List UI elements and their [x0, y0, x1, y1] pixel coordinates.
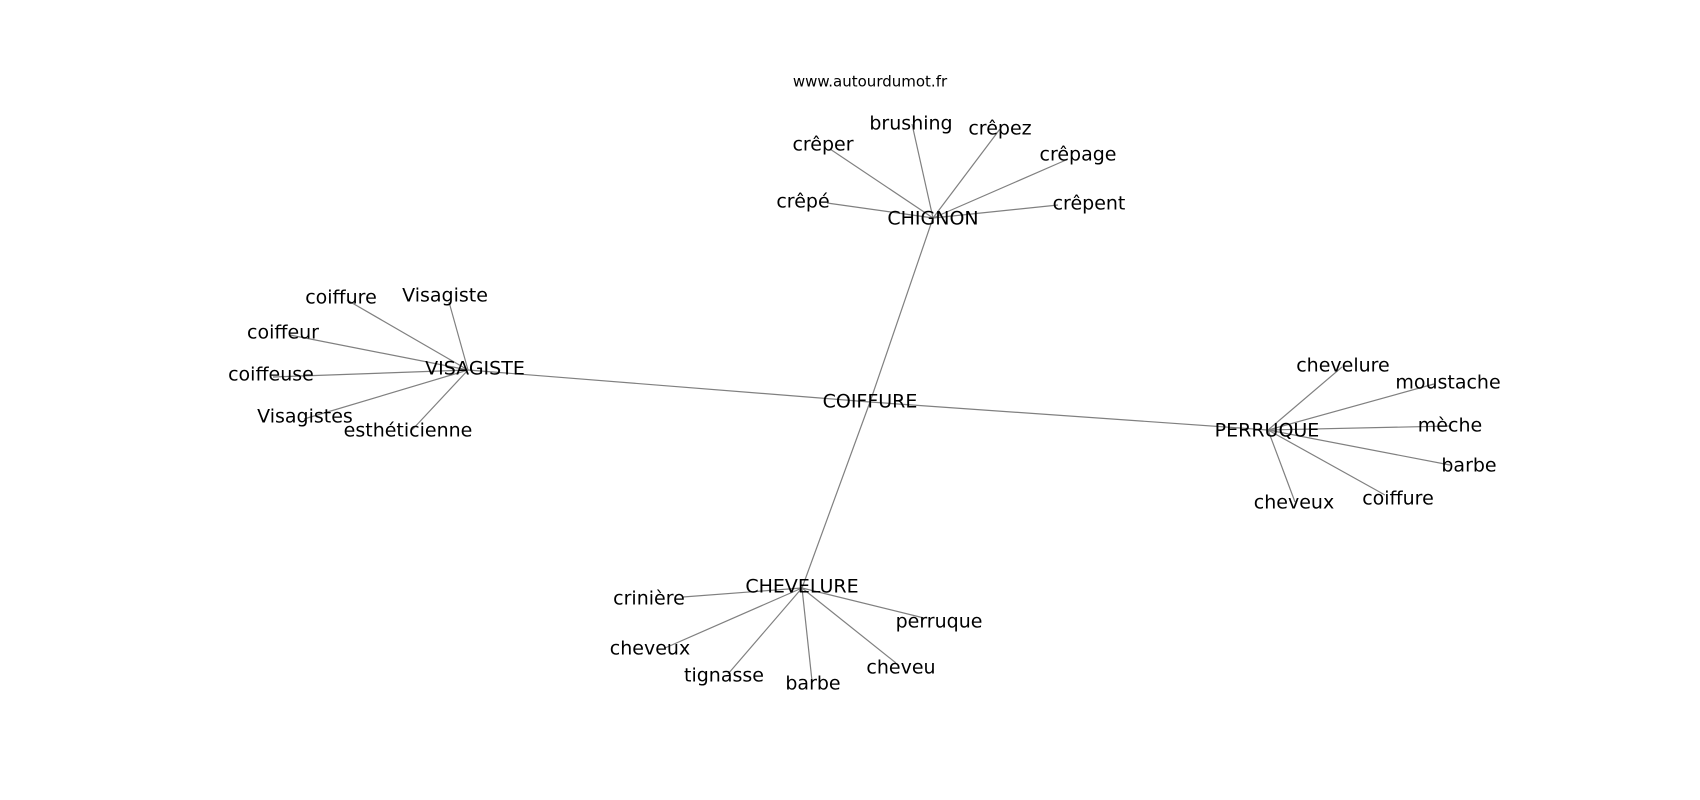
edge-visagiste-leaf: [303, 369, 469, 420]
edge-center-chevelure: [801, 401, 871, 589]
leaf-word: cheveu: [866, 657, 935, 679]
hub-word: CHIGNON: [887, 208, 978, 230]
edge-visagiste-leaf: [411, 369, 469, 431]
leaf-word: coiffeuse: [228, 364, 314, 386]
leaf-word: perruque: [896, 611, 983, 633]
edge-chignon-leaf: [932, 159, 1067, 219]
center-word: COIFFURE: [823, 391, 918, 413]
leaf-word: crêpage: [1040, 144, 1117, 166]
edges: [272, 123, 1451, 682]
leaf-word: brushing: [869, 113, 952, 135]
edge-center-chignon: [869, 217, 934, 403]
leaf-word: Visagistes: [257, 406, 353, 428]
edge-chevelure-leaf: [801, 587, 897, 664]
hub-word: CHEVELURE: [745, 576, 858, 598]
edge-chignon-leaf: [826, 202, 934, 219]
edge-perruque-leaf: [1267, 429, 1451, 466]
edge-chevelure-leaf: [664, 587, 803, 649]
edge-chignon-leaf: [829, 148, 934, 219]
edge-center-visagiste: [467, 369, 871, 403]
edge-perruque-leaf: [1267, 425, 1451, 431]
leaf-word: cheveux: [1254, 492, 1334, 514]
leaf-word: crinière: [613, 588, 685, 610]
leaf-word: coiffure: [1362, 488, 1434, 510]
edge-visagiste-leaf: [272, 369, 469, 378]
leaf-word: moustache: [1395, 372, 1500, 394]
leaf-word: esthéticienne: [344, 420, 473, 442]
leaf-word: tignasse: [684, 665, 764, 687]
edge-perruque-leaf: [1267, 366, 1343, 431]
leaf-word: coiffeur: [247, 322, 319, 344]
leaf-word: crêpé: [776, 191, 829, 213]
edge-visagiste-leaf: [289, 334, 469, 371]
leaf-word: Visagiste: [402, 285, 488, 307]
leaf-word: crêpez: [968, 118, 1031, 140]
edge-perruque-leaf: [1267, 383, 1435, 431]
leaf-word: crêpent: [1053, 193, 1126, 215]
leaf-word: barbe: [785, 673, 840, 695]
leaf-word: coiffure: [305, 287, 377, 309]
edge-perruque-leaf: [1267, 429, 1296, 503]
edge-chignon-leaf: [932, 128, 1001, 219]
edge-chevelure-leaf: [682, 587, 803, 598]
edge-chignon-leaf: [911, 123, 934, 219]
edge-center-perruque: [869, 401, 1269, 431]
leaf-word: chevelure: [1296, 355, 1390, 377]
leaf-word: barbe: [1441, 455, 1496, 477]
leaf-word: crêper: [792, 134, 853, 156]
hub-word: PERRUQUE: [1215, 420, 1320, 442]
leaf-word: cheveux: [610, 638, 690, 660]
edge-visagiste-leaf: [346, 299, 469, 371]
edge-chevelure-leaf: [801, 587, 813, 682]
edge-perruque-leaf: [1267, 429, 1386, 496]
edge-chevelure-leaf: [801, 587, 925, 619]
labels: COIFFURE CHIGNON brushing crêpez crêper …: [228, 113, 1501, 695]
source-label: www.autourdumot.fr: [793, 73, 948, 91]
hub-word: VISAGISTE: [425, 358, 525, 380]
edge-visagiste-leaf: [448, 301, 469, 371]
leaf-word: mèche: [1418, 415, 1482, 437]
edge-chevelure-leaf: [727, 587, 803, 675]
edge-chignon-leaf: [932, 204, 1059, 219]
